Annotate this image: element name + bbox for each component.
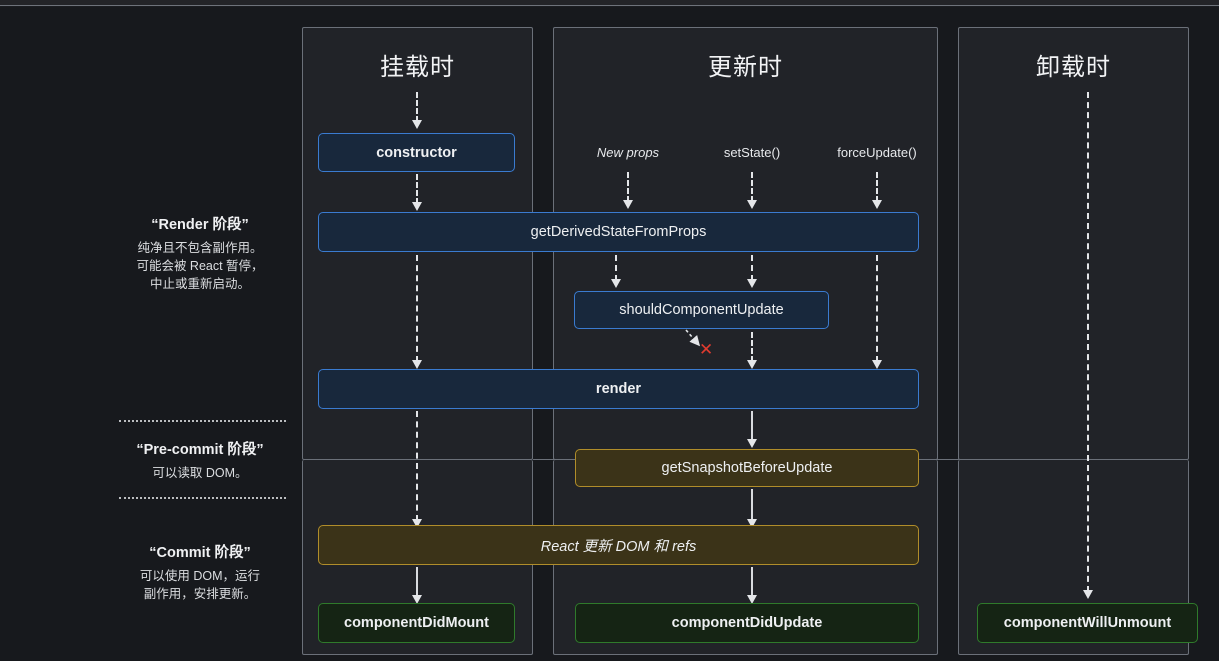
trigger-new-props: New props xyxy=(596,145,660,160)
arrow-head xyxy=(747,595,757,604)
arrow-dom-to-did-mount xyxy=(416,567,418,597)
arrow-snapshot-to-dom xyxy=(751,489,753,521)
box-should-component-update[interactable]: shouldComponentUpdate xyxy=(574,291,829,329)
arrow-head xyxy=(412,120,422,129)
arrow-render-to-dom-mount xyxy=(416,411,418,521)
phase-divider-top xyxy=(119,420,286,422)
arrow-mount-to-constructor xyxy=(416,92,418,122)
column-title-unmounting: 卸载时 xyxy=(1036,54,1111,81)
panel-unmounting-top xyxy=(958,27,1189,460)
box-render[interactable]: render xyxy=(318,369,919,409)
arrow-head xyxy=(747,279,757,288)
skip-render-x-icon: ✕ xyxy=(699,340,714,360)
browser-top-bar xyxy=(0,0,1219,6)
trigger-set-state: setState() xyxy=(723,145,781,160)
arrow-head xyxy=(747,439,757,448)
arrow-scu-to-render xyxy=(751,332,753,362)
box-get-derived-state-from-props[interactable]: getDerivedStateFromProps xyxy=(318,212,919,252)
arrow-head xyxy=(872,360,882,369)
arrow-head xyxy=(412,595,422,604)
arrow-head xyxy=(412,202,422,211)
box-component-did-mount[interactable]: componentDidMount xyxy=(318,603,515,643)
arrow-head xyxy=(623,200,633,209)
arrow-head xyxy=(747,360,757,369)
phase-title-render: “Render 阶段” xyxy=(151,217,249,233)
box-component-did-update[interactable]: componentDidUpdate xyxy=(575,603,919,643)
arrow-new-props-down xyxy=(627,172,629,202)
box-component-will-unmount[interactable]: componentWillUnmount xyxy=(977,603,1198,643)
trigger-force-update: forceUpdate() xyxy=(837,145,917,160)
diagram-stage: 挂载时 更新时 卸载时 “Render 阶段” 纯净且不包含副作用。 可能会被 … xyxy=(0,7,1219,661)
phase-seam-line-right xyxy=(918,459,959,460)
phase-title-commit: “Commit 阶段” xyxy=(149,545,251,561)
arrow-head xyxy=(1083,590,1093,599)
phase-seam-line-left xyxy=(533,459,575,460)
phase-line: 可以使用 DOM，运行 xyxy=(139,569,261,584)
box-react-updates-dom-and-refs[interactable]: React 更新 DOM 和 refs xyxy=(318,525,919,565)
column-title-updating: 更新时 xyxy=(708,54,783,81)
phase-line: 中止或重新启动。 xyxy=(149,277,250,292)
box-get-snapshot-before-update[interactable]: getSnapshotBeforeUpdate xyxy=(575,449,919,487)
box-constructor[interactable]: constructor xyxy=(318,133,515,172)
phase-line: 纯净且不包含副作用。 xyxy=(137,241,263,256)
arrow-set-state-down xyxy=(751,172,753,202)
arrow-head xyxy=(412,519,422,528)
arrow-dom-to-did-update xyxy=(751,567,753,597)
phase-title-pre-commit: “Pre-commit 阶段” xyxy=(136,442,264,458)
arrow-head xyxy=(872,200,882,209)
arrow-force-update-down xyxy=(876,172,878,202)
arrow-head xyxy=(747,519,757,528)
column-title-mounting: 挂载时 xyxy=(380,54,455,81)
arrow-head xyxy=(611,279,621,288)
phase-line: 可以读取 DOM。 xyxy=(152,466,248,481)
arrow-head xyxy=(747,200,757,209)
arrow-head xyxy=(412,360,422,369)
phase-line: 副作用，安排更新。 xyxy=(143,587,257,602)
phase-line: 可能会被 React 暂停， xyxy=(136,259,264,274)
arrow-constructor-to-gdsfp xyxy=(416,174,418,204)
phase-label-pre-commit: “Pre-commit 阶段” 可以读取 DOM。 xyxy=(90,440,310,482)
phase-label-render: “Render 阶段” 纯净且不包含副作用。 可能会被 React 暂停， 中止… xyxy=(90,215,310,293)
arrow-gdsfp-to-render-mount xyxy=(416,255,418,362)
arrow-gdsfp-to-render-force xyxy=(876,255,878,362)
arrow-gdsfp-to-scu-right xyxy=(751,255,753,281)
arrow-unmount-to-will-unmount xyxy=(1087,92,1089,592)
arrow-gdsfp-to-scu-left xyxy=(615,255,617,281)
phase-divider-bottom xyxy=(119,497,286,499)
arrow-render-to-snapshot xyxy=(751,411,753,441)
phase-label-commit: “Commit 阶段” 可以使用 DOM，运行 副作用，安排更新。 xyxy=(90,543,310,603)
